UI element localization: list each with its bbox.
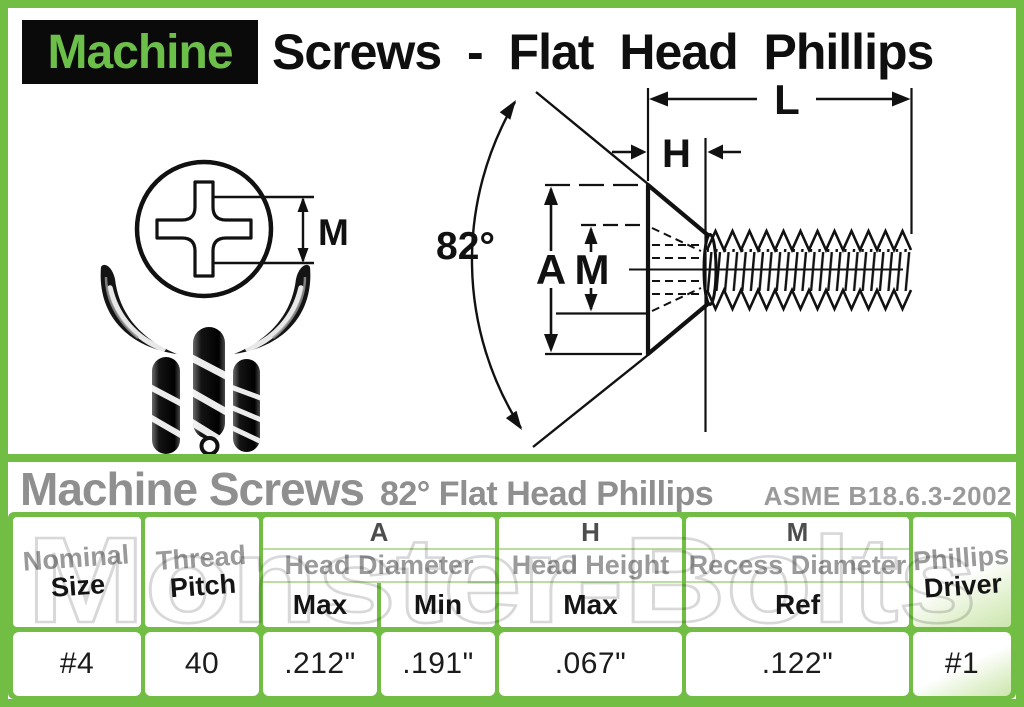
cone-angle-label: 82°	[436, 225, 495, 268]
length-dimension: L	[646, 85, 913, 234]
brand-word: Machine	[47, 25, 233, 79]
head-height-dimension: H	[612, 132, 741, 432]
hidden-recess-lines	[651, 227, 702, 312]
spec-table: Nominal Size Thread Pitch A Head Diamete…	[8, 512, 1016, 699]
length-label: L	[774, 85, 800, 123]
section-subtitle: 82° Flat Head Phillips	[379, 475, 714, 513]
arrow-up-icon	[297, 197, 309, 212]
cell-recess-diameter-ref: .122"	[686, 632, 909, 696]
head-height-label: H	[662, 132, 691, 176]
header-recess-diameter: M Recess Diameter Ref	[686, 517, 909, 627]
ring-icon	[199, 436, 220, 456]
page-title-text: Screws - Flat Head Phillips	[272, 24, 934, 80]
green-divider	[0, 454, 1024, 462]
brand-highlight-box: Machine	[22, 20, 258, 84]
header-phillips-driver: Phillips Driver	[912, 517, 1011, 627]
section-title: Machine Screws	[20, 463, 365, 515]
page-title: Machine Screws - Flat Head Phillips	[22, 18, 1012, 86]
head-diameter-label: A	[536, 246, 566, 293]
head-diameter-dimension: A	[536, 183, 642, 356]
header-head-height-max: Max	[563, 589, 618, 620]
recess-diameter-dimension: M	[556, 223, 647, 315]
header-head-diameter-max: Max	[292, 589, 348, 620]
header-head-diameter: A Head Diameter Max Min	[263, 517, 495, 627]
cell-head-diameter-min: .191"	[381, 632, 495, 696]
section-header: Machine Screws 82° Flat Head Phillips AS…	[0, 462, 1024, 515]
header-head-height: H Head Height Max	[499, 517, 682, 627]
screw-head-circle	[134, 159, 274, 299]
cone-angle-dimension: 82°	[436, 91, 649, 448]
monster-claw-logo	[100, 264, 311, 456]
phillips-cross-recess	[155, 180, 253, 278]
arrow-down-icon	[297, 248, 309, 263]
section-standard: ASME B18.6.3-2002	[763, 481, 1012, 511]
header-thread-pitch: Thread Pitch	[145, 517, 259, 627]
cell-phillips-driver: #1	[913, 632, 1011, 696]
phillips-recess-top-view-diagram: M	[100, 159, 349, 456]
header-head-diameter-min: Min	[413, 589, 463, 620]
header-recess-diameter-ref: Ref	[774, 589, 821, 620]
header-nominal-size: Nominal Size	[13, 517, 141, 627]
cell-head-height-max: .067"	[499, 632, 682, 696]
cell-head-diameter-max: .212"	[263, 632, 377, 696]
screw-side-view-diagram: 82° L	[436, 85, 913, 448]
recess-diameter-label: M	[575, 246, 610, 293]
threaded-shank	[705, 227, 913, 313]
cell-thread-pitch: 40	[145, 632, 259, 696]
cell-nominal-size: #4	[13, 632, 141, 696]
recess-diameter-label: M	[318, 212, 349, 253]
